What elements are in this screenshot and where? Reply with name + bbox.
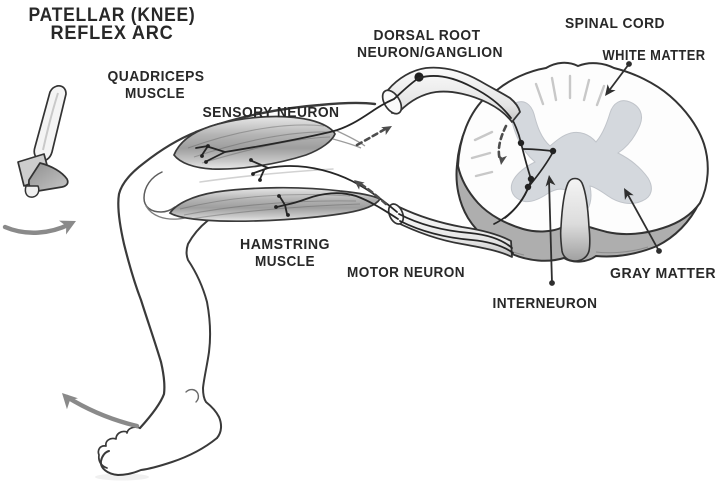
diagram-labels: PATELLAR (KNEE) REFLEX ARC QUADRICEPS MU… [29,5,716,312]
page-title-line2: REFLEX ARC [51,23,174,44]
synapse-dot [517,139,525,147]
interneuron-pointer [545,175,556,286]
hammer-swing-arrow [2,220,76,235]
synapse-dot [527,175,535,183]
interneuron-branch [522,148,553,152]
label-sensory-neuron: SENSORY NEURON [203,104,340,121]
reflex-hammer-icon [17,84,69,198]
label-motor-neuron: MOTOR NEURON [347,264,465,281]
label-hamstring-muscle-line2: MUSCLE [255,253,315,270]
interneuron-direction-arrow [497,124,508,165]
sensory-direction-arrow [355,126,392,147]
label-gray-matter: GRAY MATTER [610,265,716,282]
foot-shadow [95,473,149,481]
calf-outline [185,206,235,439]
white-matter-pointer [605,61,632,96]
dorsal-root-ganglion [381,66,521,123]
synapse-dot [549,147,557,155]
leg-illustration [95,101,377,481]
synapse-dot [524,183,532,191]
ankle-bone-line [185,388,200,403]
patella-line [143,171,176,213]
in-cord-neuron-paths [493,116,557,225]
label-spinal-cord: SPINAL CORD [565,15,665,32]
quadriceps-tendon-lines [332,129,366,149]
white-matter-texture [470,74,606,178]
page-title: PATELLAR (KNEE) [29,5,196,26]
hamstring-muscle-shape [168,186,382,223]
label-dorsal-root: DORSAL ROOT [374,27,481,44]
gray-matter-pointer [624,188,662,254]
knee-and-shin-outline [117,130,198,430]
ventral-root [387,203,513,258]
leg-kick-arrow [62,393,140,429]
label-white-matter: WHITE MATTER [603,47,706,64]
femur-hint-line [199,168,334,183]
sensory-neuron-path [195,75,512,164]
label-interneuron: INTERNEURON [493,295,598,312]
ventral-fissure [559,177,591,262]
label-quadriceps-muscle: QUADRICEPS [108,68,205,85]
toes-outline [97,426,141,469]
label-hamstring-muscle: HAMSTRING [240,236,330,253]
quadriceps-muscle-shape [173,115,366,170]
hammer-handle-tip [24,185,40,198]
foot-sole-outline [99,437,218,477]
label-dorsal-root-line2: NEURON/GANGLION [357,44,503,61]
motor-direction-arrow [354,180,388,206]
label-quadriceps-muscle-line2: MUSCLE [125,85,185,102]
